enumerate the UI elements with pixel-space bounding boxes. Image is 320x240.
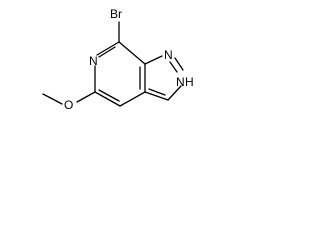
- bond-c4-c3a: [119, 91, 146, 107]
- pyrazole-n1-label: N: [164, 48, 173, 62]
- bond-o-methyl: [42, 93, 63, 105]
- pyrazole-nh-hydrogen-label: H: [185, 75, 194, 89]
- bromine-atom-label: Br: [110, 7, 122, 21]
- bond-c3-c3a-inner: [148, 88, 166, 96]
- pyridine-nitrogen-label: N: [89, 54, 98, 68]
- bond-c7a-c7: [118, 41, 146, 65]
- bond-c5-o: [76, 91, 96, 103]
- bond-c7-n6-inner: [98, 46, 116, 58]
- bond-n2-c3: [167, 85, 182, 101]
- bond-c5-c4: [94, 91, 121, 107]
- chemical-structure-diagram: Br N N N H O: [42, 7, 194, 112]
- bond-c3-c3a: [144, 91, 169, 101]
- bonds: [42, 21, 184, 107]
- ether-oxygen-label: O: [64, 98, 73, 112]
- bond-c7-n6: [96, 41, 120, 56]
- bond-n1-n2-inner: [169, 61, 178, 73]
- bond-c5-c4-inner: [98, 89, 120, 102]
- pyrazole-nh-nitrogen-label: N: [176, 75, 185, 89]
- bond-n1-n2: [174, 57, 184, 71]
- bond-c7a-n1: [144, 55, 163, 65]
- atom-labels: Br N N N H O: [64, 7, 194, 112]
